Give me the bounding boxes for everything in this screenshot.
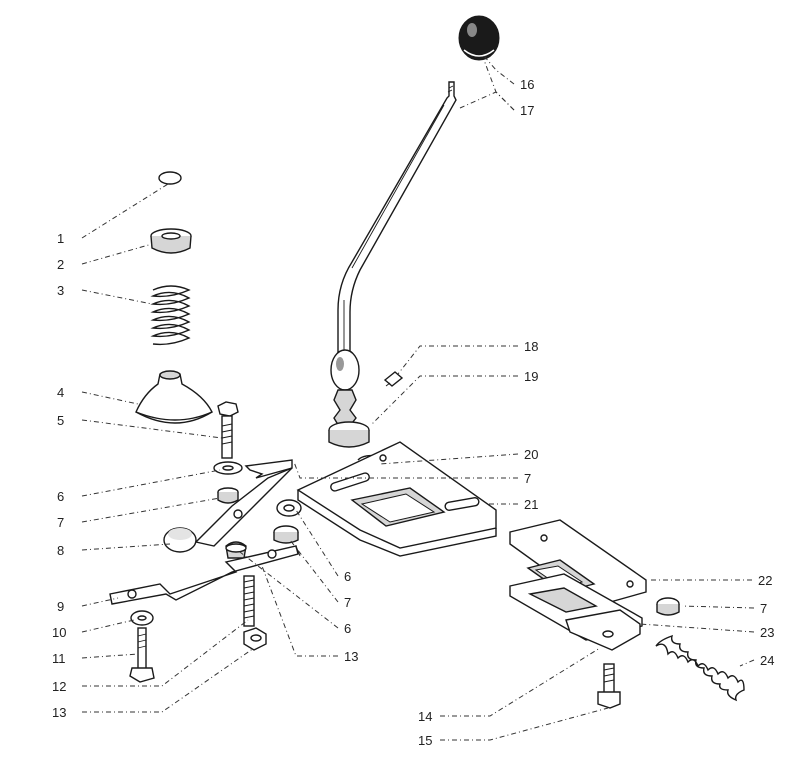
callout-17: 17: [520, 103, 534, 118]
callout-22: 22: [758, 573, 772, 588]
part-5-bolt: [217, 401, 239, 459]
part-15-bolt: [597, 663, 621, 709]
callout-13-middle: 13: [344, 649, 358, 664]
part-18-pin: [383, 371, 404, 387]
part-4-boot: [135, 370, 213, 424]
part-14-bottom-plate: [565, 609, 641, 651]
part-11-bolt: [129, 627, 155, 683]
part-12-stud: [243, 575, 255, 627]
part-2-cap: [150, 228, 192, 254]
part-1-snap-ring: [158, 171, 182, 185]
callout-15: 15: [418, 733, 432, 748]
part-24-spring: [655, 634, 745, 702]
part-13-nut: [243, 627, 267, 651]
callout-16: 16: [520, 77, 534, 92]
callout-7-upper: 7: [524, 471, 531, 486]
part-7-spacer-middle: [273, 525, 299, 544]
callout-24: 24: [760, 653, 774, 668]
callout-10: 10: [52, 625, 66, 640]
callout-23: 23: [760, 625, 774, 640]
part-10-washer: [130, 610, 154, 626]
part-7-spacer-right: [656, 597, 680, 616]
part-21-base-plate: [296, 441, 497, 557]
part-6-washer-middle: [276, 499, 302, 517]
callout-20: 20: [524, 447, 538, 462]
callout-3: 3: [57, 283, 64, 298]
callout-4: 4: [57, 385, 64, 400]
part-16-shift-knob: [458, 15, 500, 61]
callout-13-left: 13: [52, 705, 66, 720]
part-17-gear-lever: [330, 81, 457, 429]
callout-6-middle: 6: [344, 569, 351, 584]
part-6-washer-left: [213, 461, 243, 475]
callout-9: 9: [57, 599, 64, 614]
callout-labels: 1 2 3 4 5 6 7 8 9 10 11 12 13 16 17 18 1…: [52, 77, 774, 748]
callout-1: 1: [57, 231, 64, 246]
part-9-bracket: [109, 545, 301, 605]
callout-11: 11: [52, 651, 66, 666]
callout-19: 19: [524, 369, 538, 384]
callout-6-left: 6: [57, 489, 64, 504]
callout-5: 5: [57, 413, 64, 428]
part-3-spring: [150, 285, 191, 346]
callout-18: 18: [524, 339, 538, 354]
callout-6-lower: 6: [344, 621, 351, 636]
part-ball-joint: [225, 541, 247, 559]
part-19-bushing: [328, 421, 370, 448]
callout-8: 8: [57, 543, 64, 558]
callout-7-right: 7: [760, 601, 767, 616]
callout-21: 21: [524, 497, 538, 512]
part-7-spacer-left: [217, 487, 239, 504]
leader-lines: [81, 55, 755, 741]
part-8-selector-lever: [163, 459, 293, 553]
callout-7-left: 7: [57, 515, 64, 530]
callout-14: 14: [418, 709, 432, 724]
callout-2: 2: [57, 257, 64, 272]
callout-7-middle: 7: [344, 595, 351, 610]
callout-12: 12: [52, 679, 66, 694]
